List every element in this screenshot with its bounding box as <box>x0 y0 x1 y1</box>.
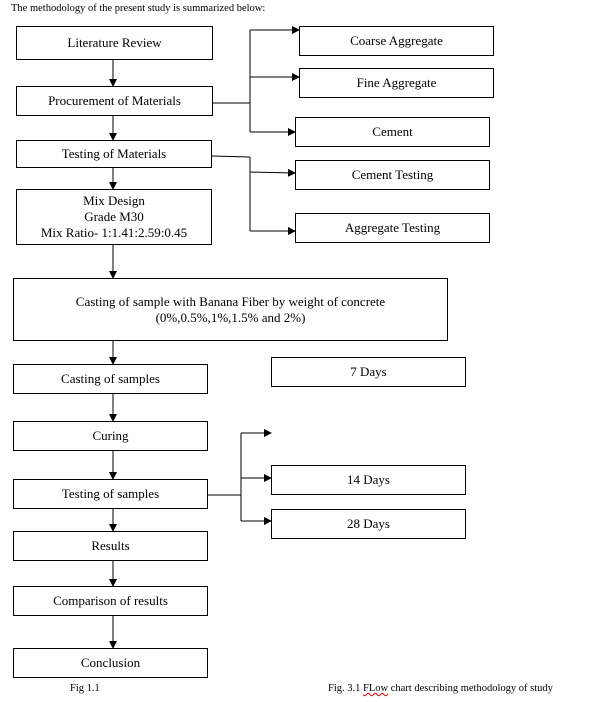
box-procurement-of-materials: Procurement of Materials <box>16 86 213 116</box>
box-14-days: 14 Days <box>271 465 466 495</box>
box-fine-aggregate: Fine Aggregate <box>299 68 494 98</box>
caption-fig-left: Fig 1.1 <box>70 683 100 694</box>
box-7-days: 7 Days <box>271 357 466 387</box>
box-curing: Curing <box>13 421 208 451</box>
box-testing-of-materials: Testing of Materials <box>16 140 212 168</box>
caption-right-misspelled-word: FLow <box>363 683 389 694</box>
box-conclusion: Conclusion <box>13 648 208 678</box>
caption-right-suffix: chart describing methodology of study <box>388 683 553 694</box>
box-coarse-aggregate: Coarse Aggregate <box>299 26 494 56</box>
box-cement-testing: Cement Testing <box>295 160 490 190</box>
testing-branch-stem <box>211 155 251 158</box>
box-literature-review: Literature Review <box>16 26 213 60</box>
casting-banana-line1: Casting of sample with Banana Fiber by w… <box>75 293 386 309</box>
intro-text: The methodology of the present study is … <box>11 3 266 14</box>
box-comparison-of-results: Comparison of results <box>13 586 208 616</box>
box-28-days: 28 Days <box>271 509 466 539</box>
caption-right-prefix: Fig. 3.1 <box>328 683 364 694</box>
mix-design-grade: Grade M30 <box>84 209 144 224</box>
caption-fig-right: Fig. 3.1 FLow chart describing methodolo… <box>328 683 553 694</box>
box-casting-of-samples: Casting of samples <box>13 364 208 394</box>
box-casting-banana-fiber: Casting of sample with Banana Fiber by w… <box>13 278 448 341</box>
box-aggregate-testing: Aggregate Testing <box>295 213 490 243</box>
mix-design-ratio: Mix Ratio- 1:1.41:2.59:0.45 <box>40 225 188 240</box>
box-mix-design: Mix Design Grade M30 Mix Ratio- 1:1.41:2… <box>16 189 212 245</box>
casting-banana-line2: (0%,0.5%,1%,1.5% and 2%) <box>155 309 306 325</box>
mix-design-title: Mix Design <box>83 193 145 208</box>
arrow-to-cement-testing <box>249 168 296 177</box>
